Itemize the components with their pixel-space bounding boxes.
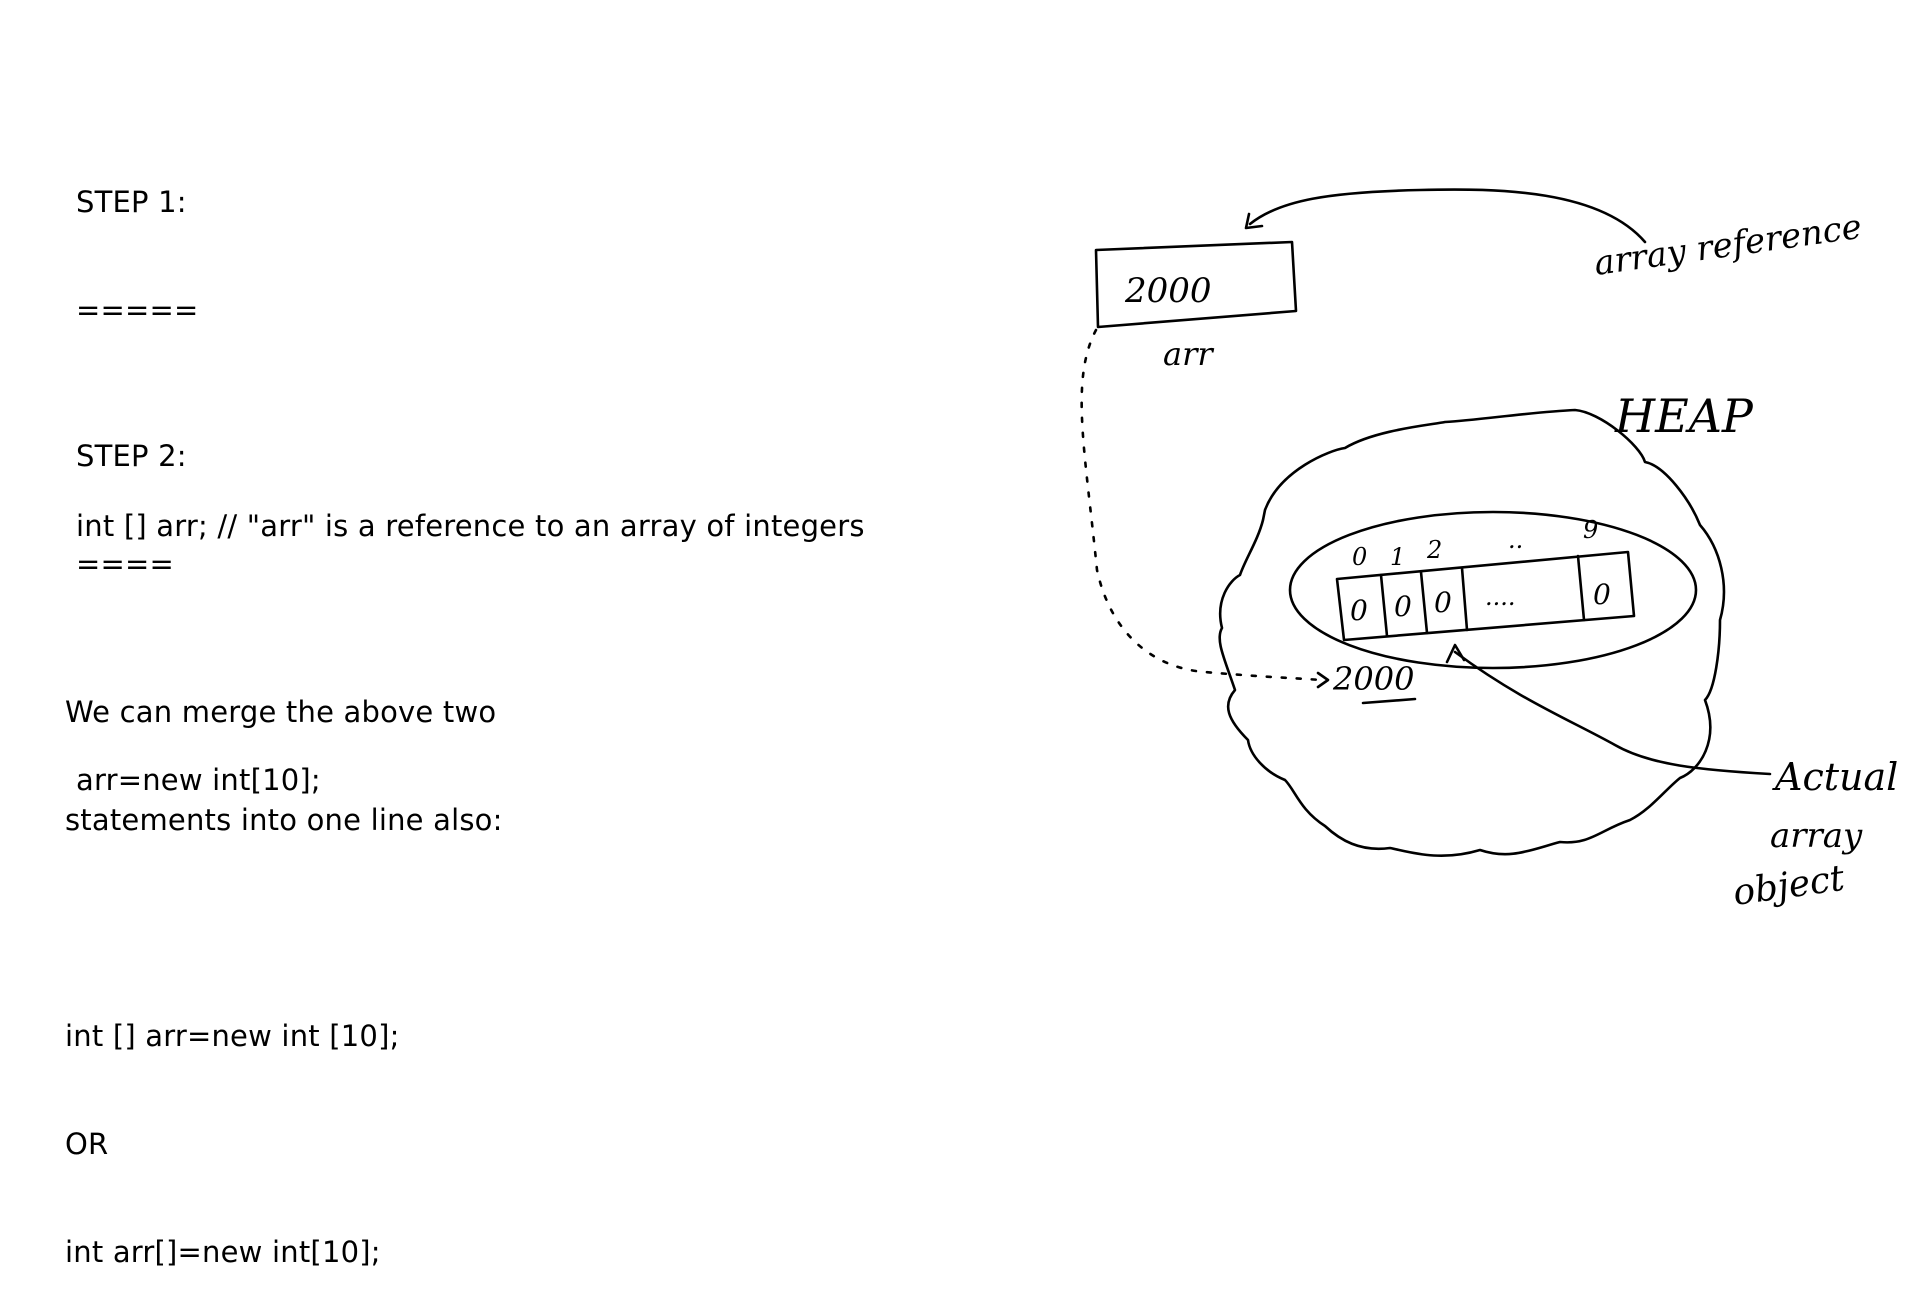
array-cell-dots: .... <box>1485 583 1516 611</box>
step-1-block: STEP 1: ===== int [] arr; // "arr" is a … <box>76 112 865 580</box>
reference-arrow <box>1248 188 1647 244</box>
step-1-underline: ===== <box>76 293 199 327</box>
array-cell-divider <box>1419 570 1429 635</box>
merge-or: OR <box>65 1127 109 1161</box>
array-cell-1: 0 <box>1394 590 1412 623</box>
reference-arrowhead <box>1244 212 1264 230</box>
heap-label: HEAP <box>1614 389 1754 443</box>
step-2-block: STEP 2: ==== arr=new int[10]; <box>76 366 321 834</box>
object-arrow <box>1453 650 1772 776</box>
reference-caption: array reference <box>1592 207 1865 284</box>
step-2-code: arr=new int[10]; <box>76 763 321 797</box>
merge-block: We can merge the above two statements in… <box>65 622 503 1306</box>
array-cell-2: 0 <box>1434 586 1452 619</box>
dotted-pointer <box>1080 328 1324 682</box>
array-cell-0: 0 <box>1350 594 1368 627</box>
array-index-0: 0 <box>1352 543 1367 571</box>
step-2-underline: ==== <box>76 547 174 581</box>
dotted-pointer-arrowhead <box>1316 671 1330 689</box>
array-cell-divider <box>1576 554 1586 622</box>
reference-box-label: arr <box>1163 335 1214 373</box>
reference-box <box>1094 240 1298 329</box>
array-index-1: 1 <box>1390 543 1405 571</box>
heap-cloud <box>1218 408 1726 857</box>
object-address: 2000 <box>1332 660 1414 698</box>
object-caption-line-1: Actual <box>1772 755 1898 799</box>
array-index-9: 9 <box>1583 516 1598 544</box>
reference-box-value: 2000 <box>1124 271 1212 311</box>
step-1-heading: STEP 1: <box>76 185 187 219</box>
array-cell-9: 0 <box>1593 578 1611 611</box>
blank-line <box>65 910 503 946</box>
array-index-dots: .. <box>1508 526 1523 554</box>
merge-code-2: int arr[]=new int[10]; <box>65 1235 381 1269</box>
array-index-2: 2 <box>1426 536 1442 564</box>
object-arrowhead <box>1445 643 1466 664</box>
step-1-code: int [] arr; // "arr" is a reference to a… <box>76 509 865 543</box>
object-address-underline <box>1361 697 1417 705</box>
merge-text-line-1: We can merge the above two <box>65 695 497 729</box>
object-caption-line-2: array <box>1770 816 1863 856</box>
array-box <box>1335 550 1636 642</box>
array-cell-divider <box>1379 573 1389 638</box>
object-caption-line-3: object <box>1731 858 1848 914</box>
step-2-heading: STEP 2: <box>76 439 187 473</box>
merge-code-1: int [] arr=new int [10]; <box>65 1019 400 1053</box>
array-cell-divider <box>1460 566 1469 632</box>
array-ellipse <box>1288 510 1698 670</box>
merge-text-line-2: statements into one line also: <box>65 803 503 837</box>
